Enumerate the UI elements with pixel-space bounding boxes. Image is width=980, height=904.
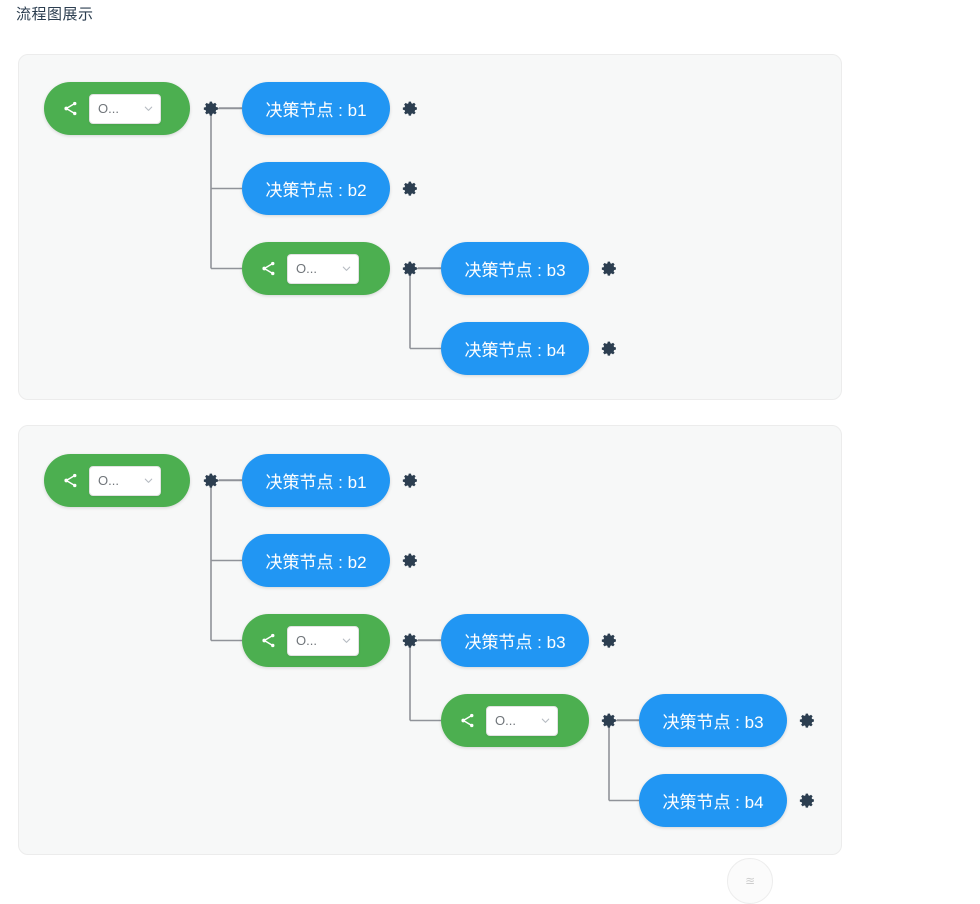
chevron-down-icon	[341, 263, 352, 274]
gear-icon[interactable]	[203, 100, 220, 117]
share-icon	[260, 260, 277, 277]
condition-select-value: O...	[296, 261, 337, 276]
decision-node-label: 决策节点 : b1	[265, 468, 366, 493]
decision-node-label: 决策节点 : b1	[265, 96, 366, 121]
flowchart-canvas: O... 决策节点 : b1 决策节点 : b2 O... 决策节点 : b3 决策节点 …	[0, 0, 980, 874]
gear-icon[interactable]	[799, 792, 816, 809]
share-icon	[62, 472, 79, 489]
gear-icon[interactable]	[402, 260, 419, 277]
gear-icon[interactable]	[402, 552, 419, 569]
condition-node[interactable]: O...	[242, 614, 390, 667]
corner-badge[interactable]: ≊	[727, 858, 773, 904]
decision-node-label: 决策节点 : b3	[464, 628, 565, 653]
gear-icon[interactable]	[601, 260, 618, 277]
decision-node-label: 决策节点 : b3	[662, 708, 763, 733]
decision-node-label: 决策节点 : b4	[464, 336, 565, 361]
condition-select-value: O...	[296, 633, 337, 648]
decision-node[interactable]: 决策节点 : b4	[441, 322, 589, 375]
gear-icon[interactable]	[402, 100, 419, 117]
decision-node[interactable]: 决策节点 : b4	[639, 774, 787, 827]
gear-icon[interactable]	[203, 472, 220, 489]
condition-select-value: O...	[98, 101, 139, 116]
condition-select[interactable]: O...	[89, 466, 161, 496]
decision-node-label: 决策节点 : b4	[662, 788, 763, 813]
chevron-down-icon	[540, 715, 551, 726]
condition-select[interactable]: O...	[287, 626, 359, 656]
decision-node[interactable]: 决策节点 : b3	[639, 694, 787, 747]
decision-node[interactable]: 决策节点 : b1	[242, 82, 390, 135]
share-icon	[62, 100, 79, 117]
corner-badge-label: ≊	[745, 874, 755, 888]
decision-node-label: 决策节点 : b3	[464, 256, 565, 281]
decision-node-label: 决策节点 : b2	[265, 176, 366, 201]
condition-select-value: O...	[98, 473, 139, 488]
gear-icon[interactable]	[601, 712, 618, 729]
gear-icon[interactable]	[601, 632, 618, 649]
gear-icon[interactable]	[402, 472, 419, 489]
decision-node[interactable]: 决策节点 : b2	[242, 534, 390, 587]
decision-node[interactable]: 决策节点 : b1	[242, 454, 390, 507]
chevron-down-icon	[143, 475, 154, 486]
gear-icon[interactable]	[402, 180, 419, 197]
decision-node[interactable]: 决策节点 : b3	[441, 242, 589, 295]
condition-node[interactable]: O...	[242, 242, 390, 295]
gear-icon[interactable]	[402, 632, 419, 649]
share-icon	[260, 632, 277, 649]
decision-node[interactable]: 决策节点 : b2	[242, 162, 390, 215]
condition-node[interactable]: O...	[44, 454, 190, 507]
share-icon	[459, 712, 476, 729]
condition-select-value: O...	[495, 713, 536, 728]
condition-node[interactable]: O...	[441, 694, 589, 747]
condition-select[interactable]: O...	[486, 706, 558, 736]
condition-node[interactable]: O...	[44, 82, 190, 135]
gear-icon[interactable]	[601, 340, 618, 357]
condition-select[interactable]: O...	[89, 94, 161, 124]
decision-node[interactable]: 决策节点 : b3	[441, 614, 589, 667]
gear-icon[interactable]	[799, 712, 816, 729]
chevron-down-icon	[143, 103, 154, 114]
chevron-down-icon	[341, 635, 352, 646]
condition-select[interactable]: O...	[287, 254, 359, 284]
decision-node-label: 决策节点 : b2	[265, 548, 366, 573]
